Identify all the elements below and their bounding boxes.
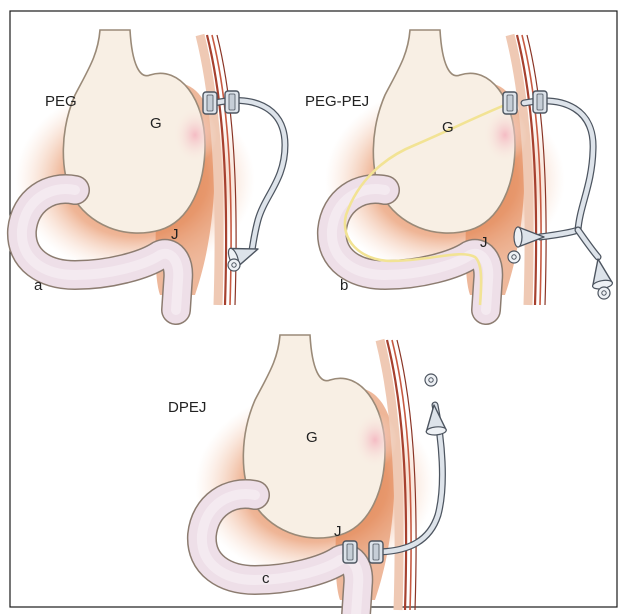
panel-letter-a: a <box>34 277 43 294</box>
procedure-label-c: DPEJ <box>168 399 206 416</box>
jejunal-label-c: J <box>334 523 342 540</box>
internal-bumper-a <box>203 92 217 114</box>
gastric-label-c: G <box>306 429 318 446</box>
gastric-port-cap-b <box>508 251 520 263</box>
external-bumper-b <box>533 91 547 113</box>
external-bumper-c <box>369 541 383 563</box>
jejunal-label-a: J <box>171 226 179 243</box>
procedure-label-b: PEG-PEJ <box>305 93 369 110</box>
gastric-label-b: G <box>442 119 454 136</box>
jejunal-label-b: J <box>480 234 488 251</box>
gastric-label-a: G <box>150 115 162 132</box>
procedure-label-a: PEG <box>45 93 77 110</box>
jejunal-port-cap-b <box>598 287 610 299</box>
internal-bumper-b <box>503 92 517 114</box>
panel-letter-c: c <box>262 570 270 587</box>
panel-letter-b: b <box>340 277 348 294</box>
tube-cap-c <box>425 374 437 386</box>
internal-bumper-c <box>343 541 357 563</box>
external-bumper-a <box>225 91 239 113</box>
tube-cap-a <box>228 259 240 271</box>
